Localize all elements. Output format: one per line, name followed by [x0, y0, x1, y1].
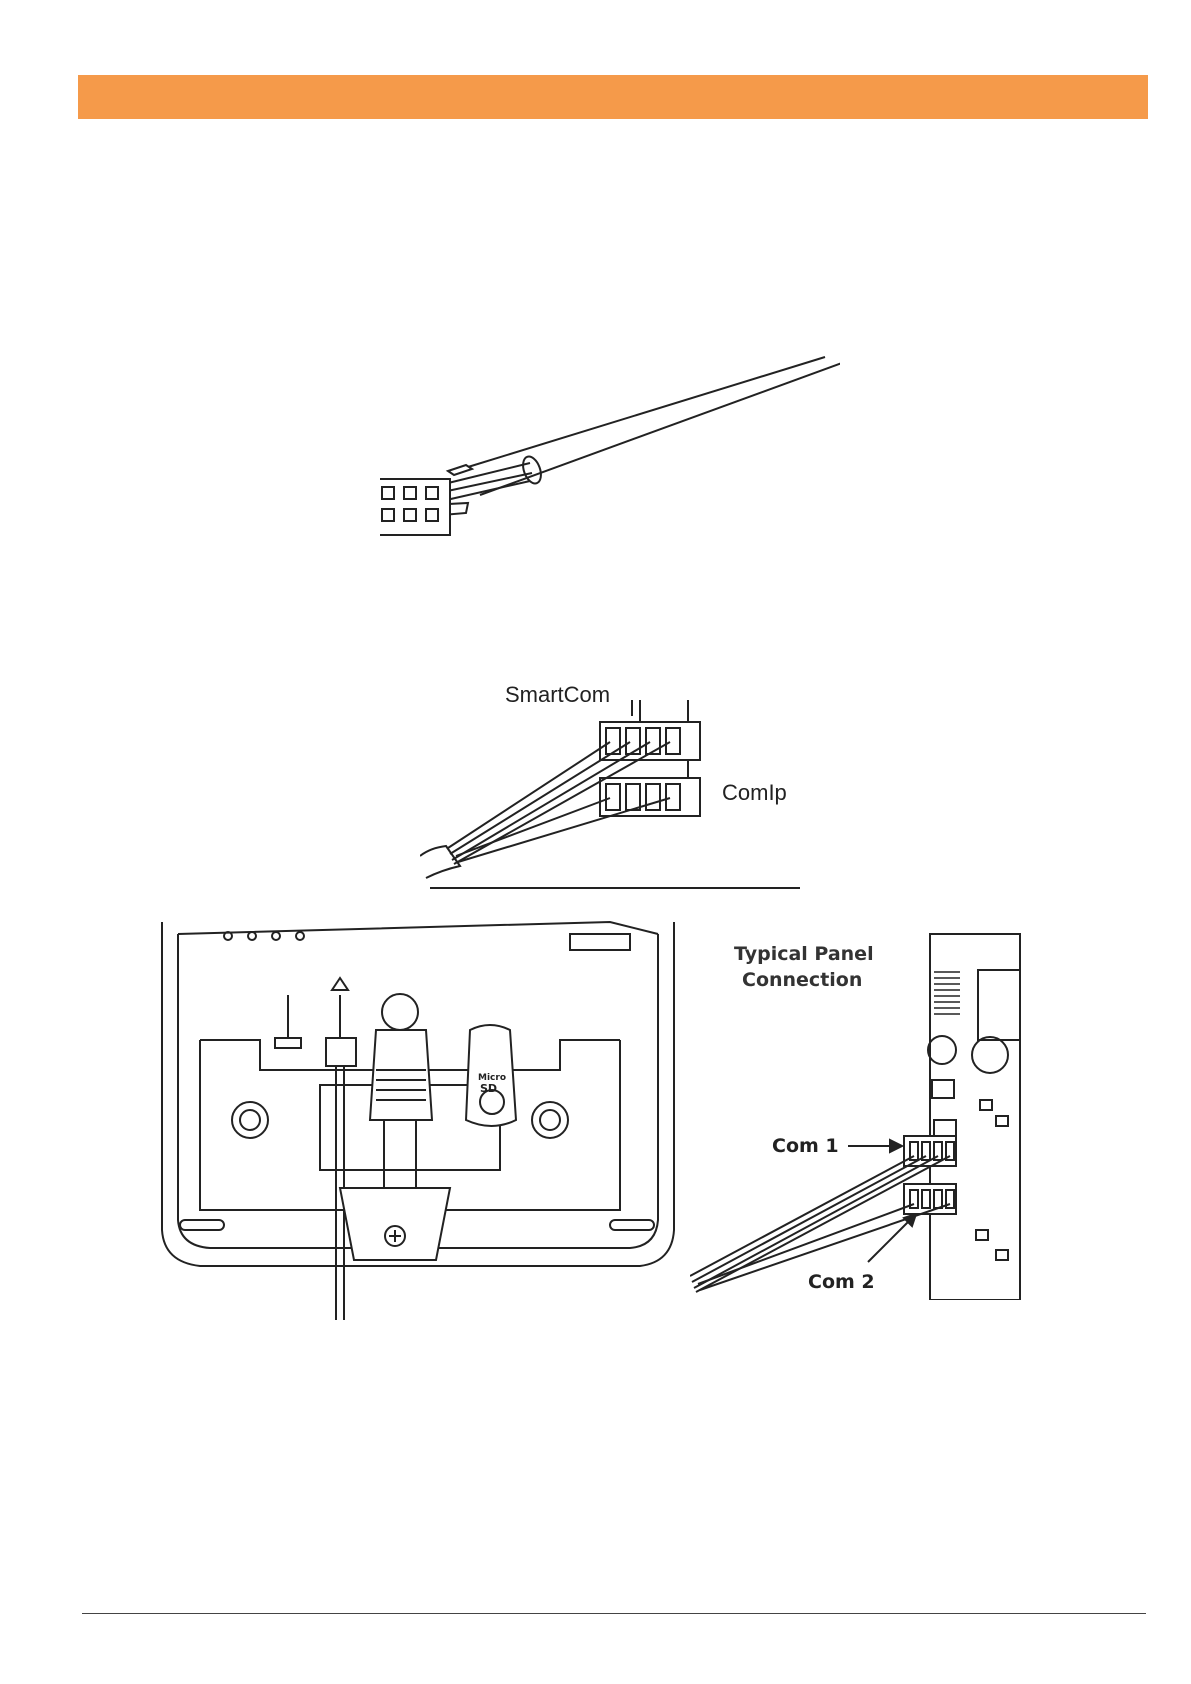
smartcom-label: SmartCom — [505, 682, 610, 707]
com2-label: Com 2 — [808, 1271, 875, 1293]
footer-rule — [82, 1613, 1146, 1614]
panel-connection-figure: Typical Panel Connection Com 1 Com 2 — [690, 920, 1030, 1300]
panel-title-line2: Connection — [742, 969, 862, 991]
com1-label: Com 1 — [772, 1135, 839, 1157]
header-bar — [78, 75, 1148, 119]
panel-title-line1: Typical Panel — [734, 943, 874, 965]
split-cable-figure: SmartCom ComIp — [420, 670, 810, 890]
microsd-label-line2: SD — [480, 1082, 497, 1095]
comip-label: ComIp — [722, 780, 787, 805]
enclosure-figure: Micro SD — [140, 920, 700, 1320]
cable-connector-figure — [380, 355, 840, 545]
